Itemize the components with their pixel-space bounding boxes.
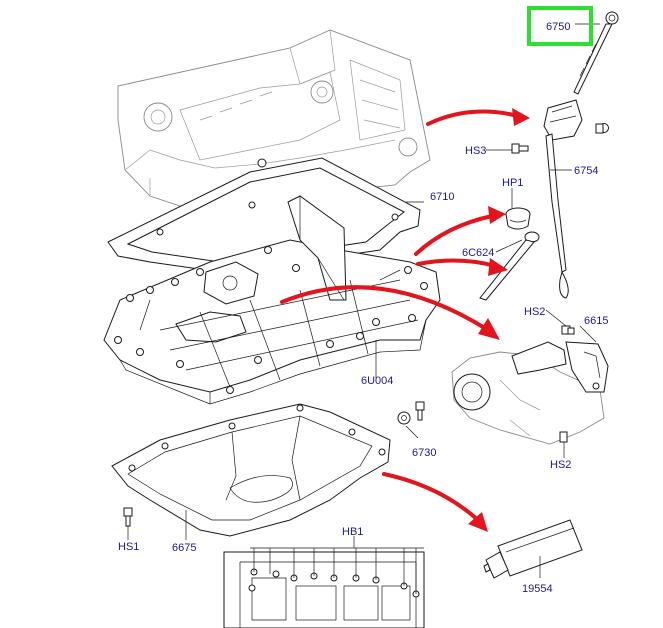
oil-pan-illustration: [111, 403, 391, 537]
oil-dipstick-illustration: [573, 11, 619, 95]
highlight-box-6750: [527, 6, 593, 46]
callout-6750[interactable]: 6750: [546, 21, 570, 33]
arrow-to-dipstick-tube: [426, 109, 520, 126]
drain-plug-6730-illustration: [397, 401, 425, 425]
oil-pump-pickup-6615-illustration: [451, 325, 609, 445]
sealant-tube-19554-illustration: [483, 519, 583, 579]
callout-6u004[interactable]: 6U004: [361, 375, 393, 387]
callout-hs1[interactable]: HS1: [118, 541, 139, 553]
dipstick-tube-illustration: [543, 99, 609, 299]
oil-pan-ladder-frame-illustration: [103, 195, 441, 405]
callout-hp1[interactable]: HP1: [502, 177, 523, 189]
callout-6c624[interactable]: 6C624: [462, 247, 494, 259]
callout-hs3[interactable]: HS3: [465, 145, 486, 157]
arrow-to-filler-cap: [414, 214, 494, 256]
callout-hb1[interactable]: HB1: [342, 526, 363, 538]
callout-6675[interactable]: 6675: [172, 542, 196, 554]
callout-6730[interactable]: 6730: [412, 447, 436, 459]
engine-block-illustration: [117, 29, 431, 211]
callout-6710[interactable]: 6710: [430, 191, 454, 203]
arrow-to-pickup: [280, 285, 490, 332]
callout-19554[interactable]: 19554: [522, 583, 553, 595]
callout-leader-lines: [127, 23, 600, 594]
red-direction-arrows: [280, 108, 530, 532]
bolt-hs1-illustration: [123, 507, 133, 527]
callout-labels: 6750 6754 HS3 HP1 6710 6C624 HS2 6615 6U…: [118, 21, 608, 595]
oil-filler-cap-hp1-illustration: [505, 207, 531, 230]
callout-6754[interactable]: 6754: [574, 165, 598, 177]
arrow-to-sealant: [382, 472, 480, 522]
callout-6615[interactable]: 6615: [584, 315, 608, 327]
bolt-hs3-illustration: [511, 143, 529, 154]
arrow-to-sensor: [416, 258, 498, 268]
callout-hs2-lower[interactable]: HS2: [550, 459, 571, 471]
callout-hs2-upper[interactable]: HS2: [524, 306, 545, 318]
